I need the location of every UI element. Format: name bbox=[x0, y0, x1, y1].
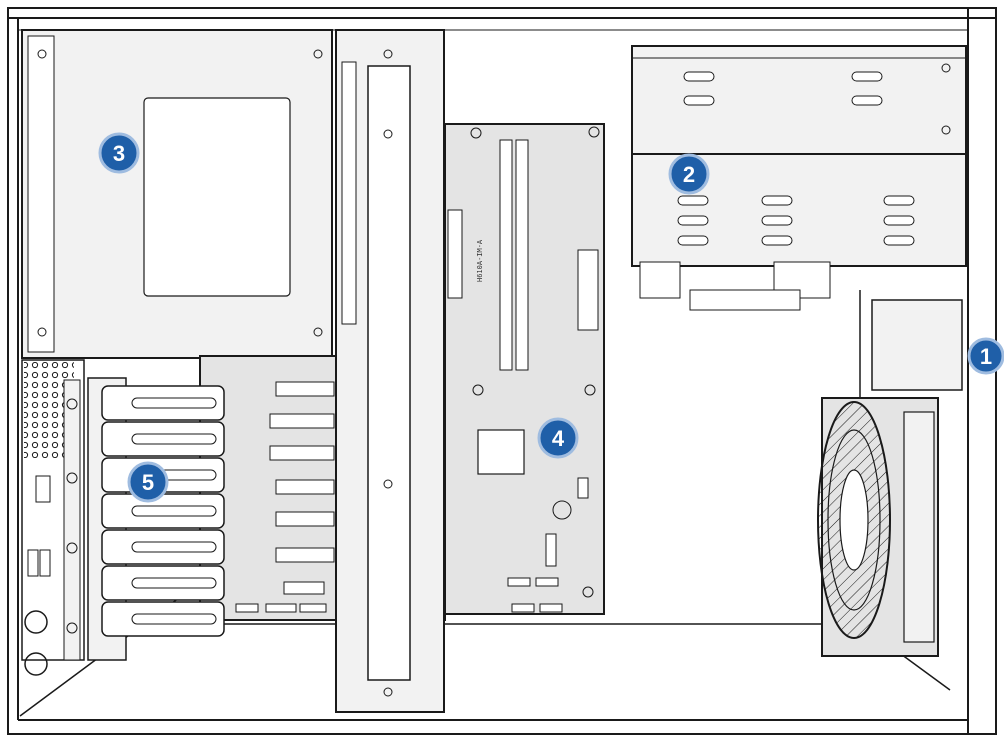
center-bracket bbox=[335, 29, 445, 713]
rear-fan bbox=[817, 299, 963, 657]
callout-3: 3 bbox=[98, 132, 140, 174]
callout-5-label: 5 bbox=[142, 470, 154, 495]
callout-1-label: 1 bbox=[980, 344, 992, 369]
callout-4-label: 4 bbox=[552, 426, 565, 451]
expansion-slot-covers bbox=[87, 377, 225, 661]
board-silkscreen: H610A-IM-A bbox=[476, 239, 484, 282]
rear-io-panel bbox=[21, 359, 85, 676]
callout-2: 2 bbox=[668, 153, 710, 195]
callout-3-label: 3 bbox=[113, 141, 125, 166]
callout-5: 5 bbox=[127, 461, 169, 503]
callout-1: 1 bbox=[967, 337, 1004, 375]
callout-4: 4 bbox=[537, 417, 579, 459]
callout-2-label: 2 bbox=[683, 162, 695, 187]
power-supply bbox=[21, 29, 333, 359]
